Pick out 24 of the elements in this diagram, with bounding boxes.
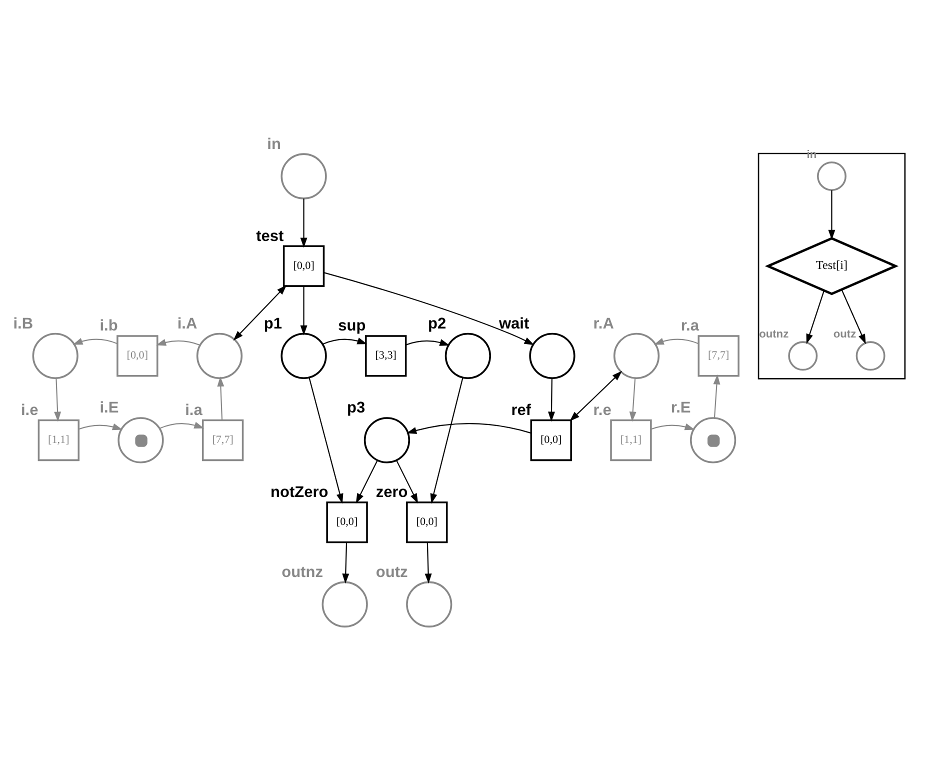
node-label: i.a bbox=[185, 402, 202, 419]
node-label: outz bbox=[833, 328, 856, 341]
node-label: notZero bbox=[270, 484, 328, 502]
node-label: r.a bbox=[680, 318, 700, 335]
node-label: i.b bbox=[100, 318, 118, 335]
node-label: i.E bbox=[100, 400, 119, 417]
node-label: p2 bbox=[428, 315, 446, 332]
node-label: test bbox=[256, 228, 284, 245]
node-label: wait bbox=[498, 315, 530, 332]
node-label: outz bbox=[376, 564, 408, 581]
node-label: i.B bbox=[13, 315, 34, 332]
node-label: r.A bbox=[593, 315, 614, 332]
node-label: zero bbox=[376, 484, 408, 502]
node-label: i.e bbox=[20, 402, 38, 419]
node-label: in bbox=[267, 136, 281, 153]
node-label: r.E bbox=[670, 400, 691, 417]
node-label: p1 bbox=[264, 315, 282, 332]
node-label: i.A bbox=[177, 315, 198, 332]
node-label: r.e bbox=[593, 402, 612, 419]
node-label: ref bbox=[511, 402, 532, 419]
node-label: outnz bbox=[282, 564, 323, 581]
node-label: outnz bbox=[759, 328, 789, 341]
node-label: p3 bbox=[347, 400, 366, 417]
node-label: sup bbox=[338, 318, 366, 335]
